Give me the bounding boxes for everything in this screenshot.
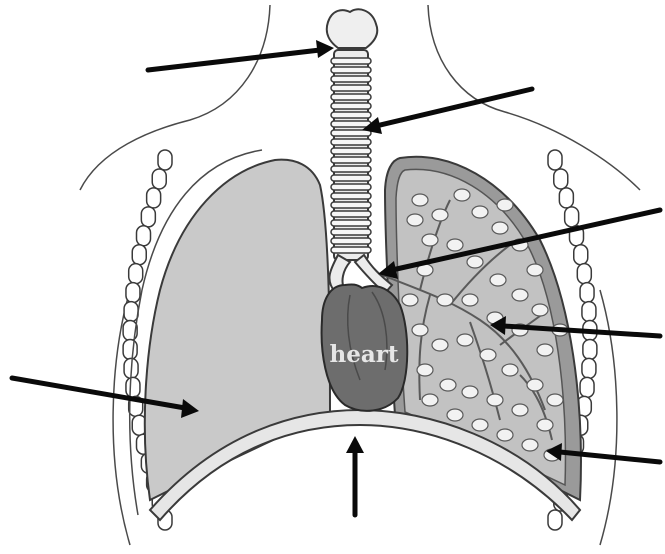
alveolus: [407, 214, 423, 226]
alveolus: [412, 324, 428, 336]
trachea-ring: [331, 94, 371, 100]
alveolus: [402, 294, 418, 306]
alveolus: [457, 334, 473, 346]
trachea-ring: [331, 67, 371, 73]
rib-link: [580, 377, 594, 397]
alveolus: [462, 386, 478, 398]
rib-link: [132, 245, 146, 265]
rib-link: [554, 169, 568, 189]
rib-link: [123, 339, 137, 359]
trachea-ring: [331, 202, 371, 208]
alveolus: [412, 194, 428, 206]
rib-link: [583, 339, 597, 359]
alveolus: [532, 304, 548, 316]
alveolus: [467, 256, 483, 268]
alveolus: [512, 404, 528, 416]
arrow-larynx: [148, 40, 334, 70]
trachea-ring: [331, 220, 371, 226]
alveolus: [492, 222, 508, 234]
rib-link: [548, 150, 562, 170]
rib-link: [582, 302, 596, 322]
trachea-ring: [331, 184, 371, 190]
alveolus: [417, 364, 433, 376]
alveolus: [432, 339, 448, 351]
rib-link: [577, 264, 591, 284]
alveolus: [502, 364, 518, 376]
trachea-ring: [331, 112, 371, 118]
alveolus: [472, 419, 488, 431]
rib-link: [548, 510, 562, 530]
rib-link: [158, 150, 172, 170]
trachea-ring: [331, 238, 371, 244]
rib-link: [559, 188, 573, 208]
alveolus: [447, 239, 463, 251]
trachea-ring: [331, 247, 371, 253]
rib-link: [137, 226, 151, 246]
alveolus: [527, 379, 543, 391]
larynx: [327, 9, 378, 48]
trachea-ring: [331, 193, 371, 199]
trachea-ring: [331, 85, 371, 91]
heart-label: heart: [330, 341, 399, 368]
alveolus: [447, 409, 463, 421]
alveolus: [472, 206, 488, 218]
trachea-ring: [331, 139, 371, 145]
trachea-ring: [331, 229, 371, 235]
trachea-ring: [331, 58, 371, 64]
alveolus: [454, 189, 470, 201]
alveolus: [440, 379, 456, 391]
rib-link: [124, 302, 138, 322]
alveolus: [422, 394, 438, 406]
alveolus: [547, 394, 563, 406]
trachea-ring: [331, 211, 371, 217]
rib-link: [126, 283, 140, 303]
heart: heart: [322, 284, 408, 410]
rib-link: [565, 207, 579, 227]
rib-link: [152, 169, 166, 189]
trachea-ring: [331, 130, 371, 136]
trachea-ring: [331, 166, 371, 172]
alveolus: [490, 274, 506, 286]
trachea-ring: [331, 76, 371, 82]
trachea-ring: [331, 121, 371, 127]
rib-link: [574, 245, 588, 265]
alveolus: [487, 394, 503, 406]
alveolus: [537, 419, 553, 431]
alveolus: [527, 264, 543, 276]
alveolus: [462, 294, 478, 306]
arrow-trachea: [362, 89, 532, 134]
alveolus: [432, 209, 448, 221]
alveolus: [480, 349, 496, 361]
rib-link: [147, 188, 161, 208]
trachea-ring: [331, 175, 371, 181]
alveolus: [537, 344, 553, 356]
rib-link: [141, 207, 155, 227]
rib-link: [129, 264, 143, 284]
rib-link: [580, 283, 594, 303]
trachea: [329, 50, 392, 293]
arrow-diaphragm: [346, 436, 364, 515]
alveolus: [437, 294, 453, 306]
alveolus: [522, 439, 538, 451]
alveolus: [512, 289, 528, 301]
alveolus: [422, 234, 438, 246]
alveolus: [497, 429, 513, 441]
trachea-ring: [331, 103, 371, 109]
rib-link: [582, 358, 596, 378]
alveolus: [497, 199, 513, 211]
rib-link: [126, 377, 140, 397]
trachea-ring: [331, 157, 371, 163]
trachea-ring: [331, 148, 371, 154]
